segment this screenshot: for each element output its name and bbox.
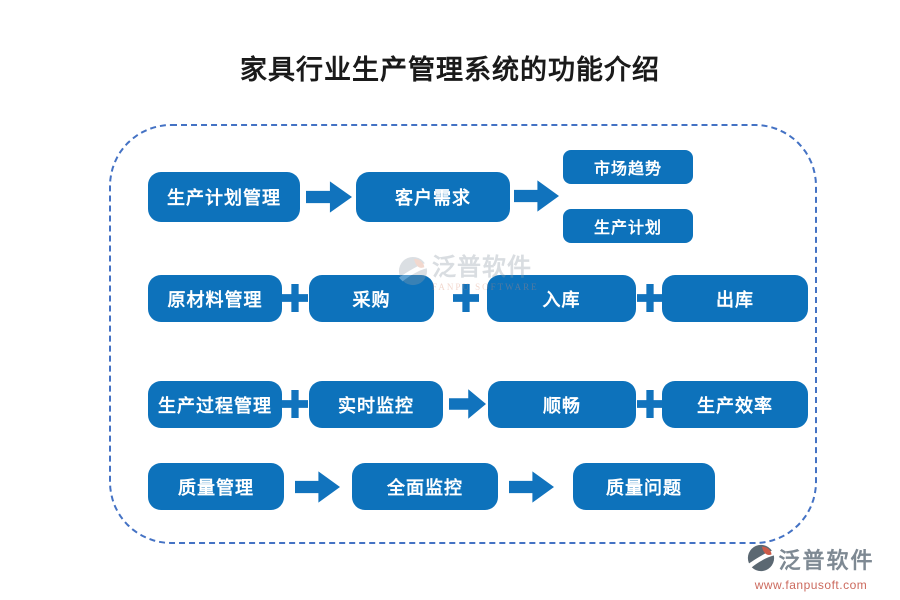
fanpu-logo-icon: [747, 544, 775, 577]
logo-text: 泛普软件: [778, 547, 875, 573]
fanpu-logo: 泛普软件 www.fanpusoft.com: [736, 544, 886, 592]
box-inbound: 入库: [487, 275, 636, 322]
box-smooth: 顺畅: [488, 381, 636, 428]
logo-url: www.fanpusoft.com: [754, 578, 868, 592]
box-production-plan-management: 生产计划管理: [148, 172, 300, 222]
page-title: 家具行业生产管理系统的功能介绍: [240, 55, 660, 85]
box-quality-issues: 质量问题: [573, 463, 715, 510]
box-market-trend: 市场趋势: [563, 150, 693, 184]
box-production-plan: 生产计划: [563, 209, 693, 243]
box-quality-management: 质量管理: [148, 463, 284, 510]
box-production-process-management: 生产过程管理: [148, 381, 282, 428]
box-customer-demand: 客户需求: [356, 172, 510, 222]
box-realtime-monitoring: 实时监控: [309, 381, 443, 428]
box-full-monitoring: 全面监控: [352, 463, 498, 510]
diagram-dashed-frame: [109, 124, 817, 544]
box-outbound: 出库: [662, 275, 808, 322]
box-purchasing: 采购: [309, 275, 434, 322]
box-raw-material-management: 原材料管理: [148, 275, 282, 322]
box-production-efficiency: 生产效率: [662, 381, 808, 428]
